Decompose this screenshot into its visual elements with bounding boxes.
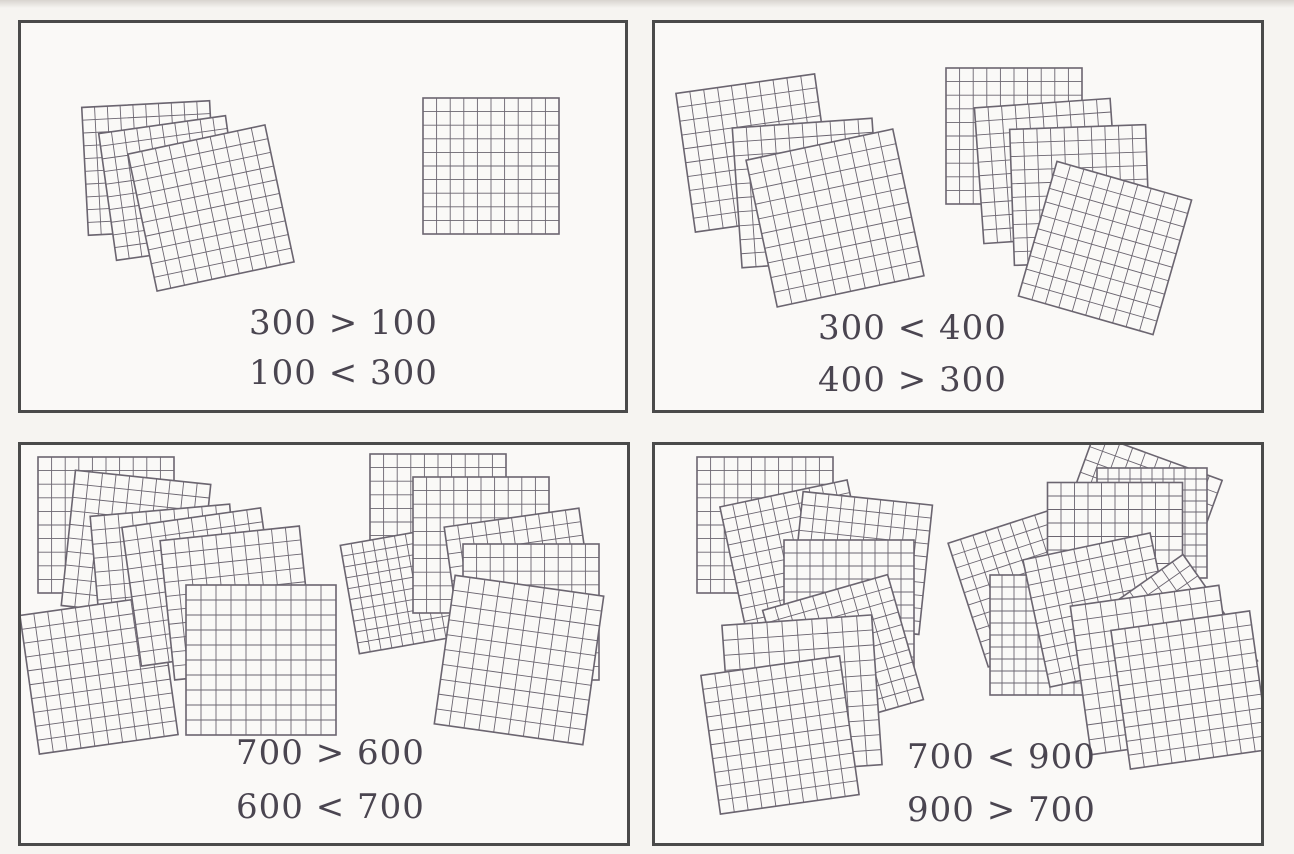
page-edge xyxy=(0,0,1294,8)
hundred-flat xyxy=(434,575,603,744)
comparison-statement-1: 700 > 600 xyxy=(236,733,425,773)
comparison-panel-3: 700 > 600 600 < 700 xyxy=(18,442,630,846)
comparison-statement-1: 300 > 100 xyxy=(249,303,438,343)
comparison-statement-2: 100 < 300 xyxy=(249,353,438,393)
hundred-flats-group xyxy=(655,445,1261,843)
comparison-statement-2: 600 < 700 xyxy=(236,787,425,827)
comparison-statement-2: 400 > 300 xyxy=(818,360,1007,400)
hundred-flat xyxy=(128,125,294,291)
comparison-panel-1: 300 > 100 100 < 300 xyxy=(18,20,628,413)
hundred-flat xyxy=(701,656,859,814)
comparison-statement-2: 900 > 700 xyxy=(907,790,1096,830)
comparison-panel-2: 300 < 400 400 > 300 xyxy=(652,20,1264,413)
comparison-statement-1: 300 < 400 xyxy=(818,308,1007,348)
hundred-flat xyxy=(746,129,924,307)
hundred-flat xyxy=(1111,611,1261,769)
hundred-flat xyxy=(423,98,559,234)
hundred-flats-group xyxy=(21,23,625,410)
hundred-flat xyxy=(186,585,336,735)
hundred-flats-group xyxy=(21,445,627,843)
comparison-panel-4: 700 < 900 900 > 700 xyxy=(652,442,1264,846)
comparison-statement-1: 700 < 900 xyxy=(907,737,1096,777)
hundred-flats-group xyxy=(655,23,1261,410)
